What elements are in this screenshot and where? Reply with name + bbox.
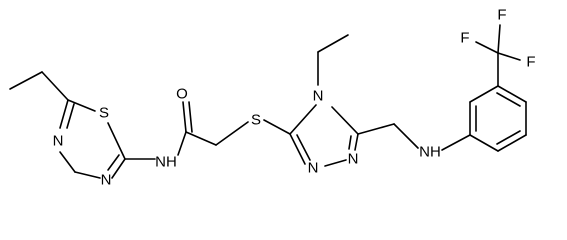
bond [348, 135, 352, 150]
bond [66, 103, 75, 129]
bond [182, 101, 187, 133]
bond [185, 131, 217, 146]
bond [59, 99, 69, 129]
bond [441, 134, 471, 151]
atom-label-n-thiadiazole-4: N [101, 172, 112, 187]
atom-label-amine-nh: NH [419, 144, 441, 161]
bond [475, 41, 499, 54]
bond [111, 158, 126, 179]
bond [107, 154, 120, 171]
atom-label-carbonyl-o: O [176, 86, 188, 103]
bond [357, 123, 395, 135]
bond [74, 171, 101, 179]
bond [497, 52, 521, 61]
bond [215, 121, 249, 146]
bond [469, 134, 499, 152]
bond [317, 34, 349, 53]
bond [497, 24, 501, 54]
bond [289, 104, 317, 135]
bonds [9, 24, 527, 179]
atom-label-fluorine-3: F [526, 54, 535, 71]
bond [59, 151, 76, 173]
bond [469, 85, 499, 103]
bond [497, 85, 527, 103]
bond [9, 71, 43, 90]
bond [354, 133, 359, 151]
atom-label-n-thiadiazole-3: N [53, 133, 64, 150]
bond [324, 159, 347, 167]
atom-label-s-thiadiazole: S [99, 105, 109, 122]
atom-label-triazole-n4: N [313, 88, 324, 105]
bond [393, 123, 419, 149]
bond [41, 71, 69, 101]
bond [496, 130, 521, 145]
bond [67, 99, 96, 112]
bond [107, 122, 126, 160]
atom-label-triazole-n1: N [308, 160, 319, 177]
atom-labels: S N N NH O S N N N NH F F F [53, 7, 536, 187]
bond [188, 101, 193, 133]
bond [296, 134, 311, 161]
atom-label-amide-nh: NH [155, 154, 177, 171]
molecule-drawing: S N N NH O S N N N NH F F F [9, 6, 536, 187]
structure-svg: S N N NH O S N N N NH F F F [9, 7, 536, 187]
bond [289, 133, 306, 165]
atom-label-fluorine-2: F [460, 30, 469, 47]
atom-label-triazole-n2: N [348, 151, 359, 168]
atom-label-fluorine-1: F [497, 7, 506, 24]
bond [496, 92, 521, 107]
bond [263, 119, 291, 135]
atom-label-thioether-s: S [251, 112, 261, 129]
bond [497, 134, 527, 152]
bond [177, 131, 187, 156]
bond [331, 106, 359, 135]
